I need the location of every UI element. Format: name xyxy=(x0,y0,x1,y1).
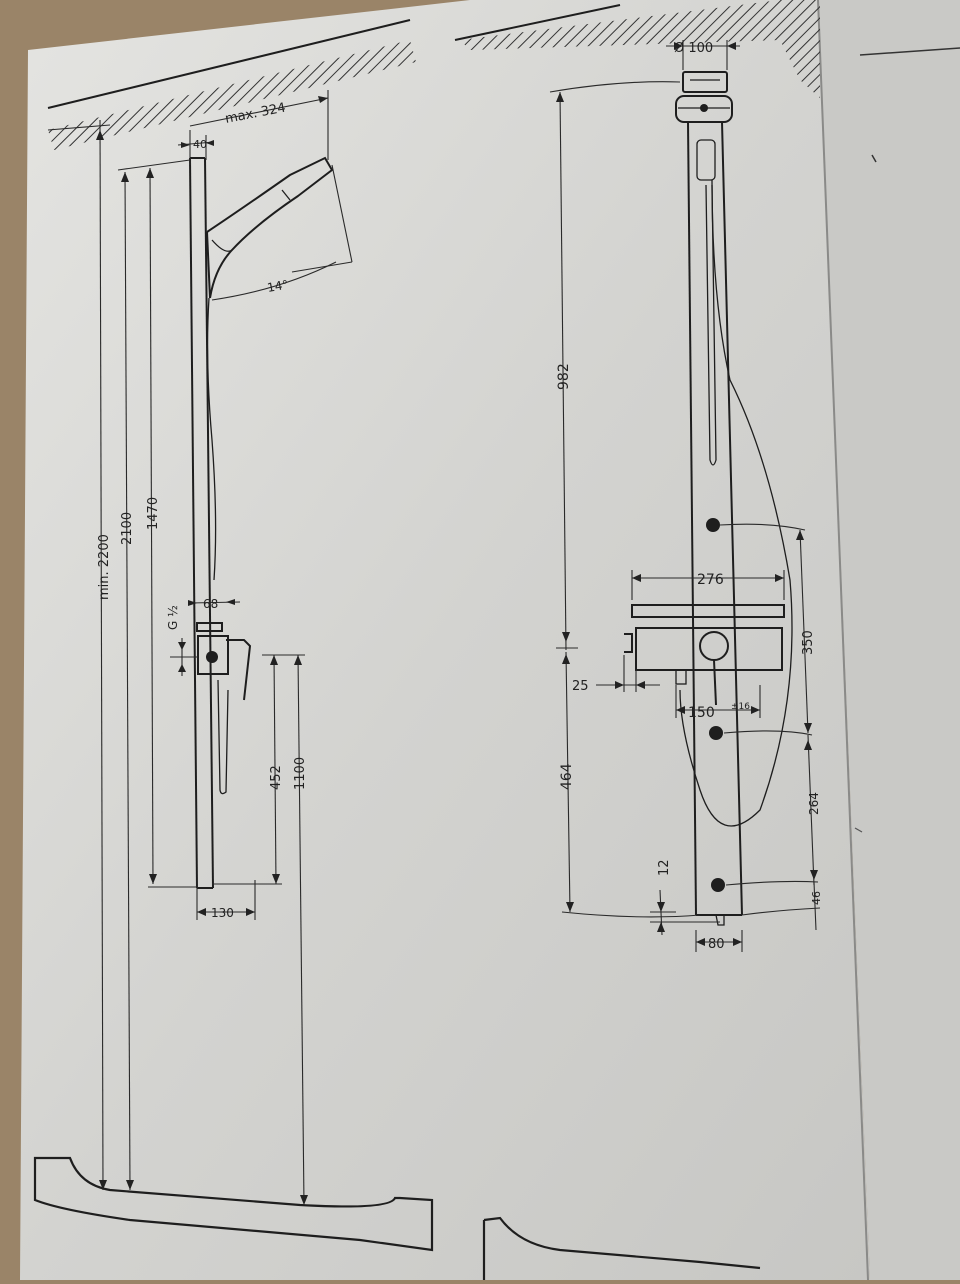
dim-68-label: 68 xyxy=(203,597,218,611)
dim-276-label: 276 xyxy=(697,572,724,588)
dim-452-label: 452 xyxy=(269,765,284,790)
body-jet-lower xyxy=(711,878,725,892)
paper-left-page xyxy=(20,0,870,1280)
paper-right-page xyxy=(818,0,960,1280)
dim-464-label: 464 xyxy=(559,763,575,790)
dim-264-label: 264 xyxy=(807,792,821,815)
dim-80-label: 80 xyxy=(708,937,725,952)
dim-tolerance-label: ±16 xyxy=(731,702,750,712)
dim-2100-label: 2100 xyxy=(120,512,135,545)
overhead-shower xyxy=(675,71,733,123)
ceiling-hatch-right xyxy=(454,0,820,98)
dim-40-label: 40 xyxy=(193,138,207,151)
dim-982-label: 982 xyxy=(556,363,572,390)
dim-12-label: 12 xyxy=(657,859,672,876)
dim-130-label: 130 xyxy=(211,906,234,920)
dim-diameter-label: Ø 100 xyxy=(674,41,713,56)
floor-profile-right xyxy=(482,1216,761,1280)
body-jet-upper xyxy=(706,518,720,532)
front-mixer xyxy=(624,604,785,706)
dim-min-2200-label: min. 2200 xyxy=(97,534,112,600)
side-rail xyxy=(189,157,214,889)
dim-46-label: 46 xyxy=(810,891,823,905)
dim-1100-label: 1100 xyxy=(293,757,308,790)
dim-angle-label: 14° xyxy=(266,277,289,294)
thread-label: G ½ xyxy=(166,605,180,630)
side-mixer xyxy=(196,622,252,795)
dim-1470-label: 1470 xyxy=(146,497,161,530)
front-view: Ø 100 982 276 350 25 150 ±16 xyxy=(549,40,823,952)
side-hose xyxy=(206,297,217,581)
dim-25-label: 25 xyxy=(572,679,589,694)
hand-shower xyxy=(206,156,334,299)
dim-350-label: 350 xyxy=(801,630,816,655)
front-hose xyxy=(679,179,793,827)
front-rail xyxy=(687,121,743,926)
dim-150-label: 150 xyxy=(688,705,715,721)
floor-profile-left xyxy=(33,1156,434,1252)
ceiling-hatch-left xyxy=(47,19,416,150)
body-jet-middle xyxy=(709,726,723,740)
